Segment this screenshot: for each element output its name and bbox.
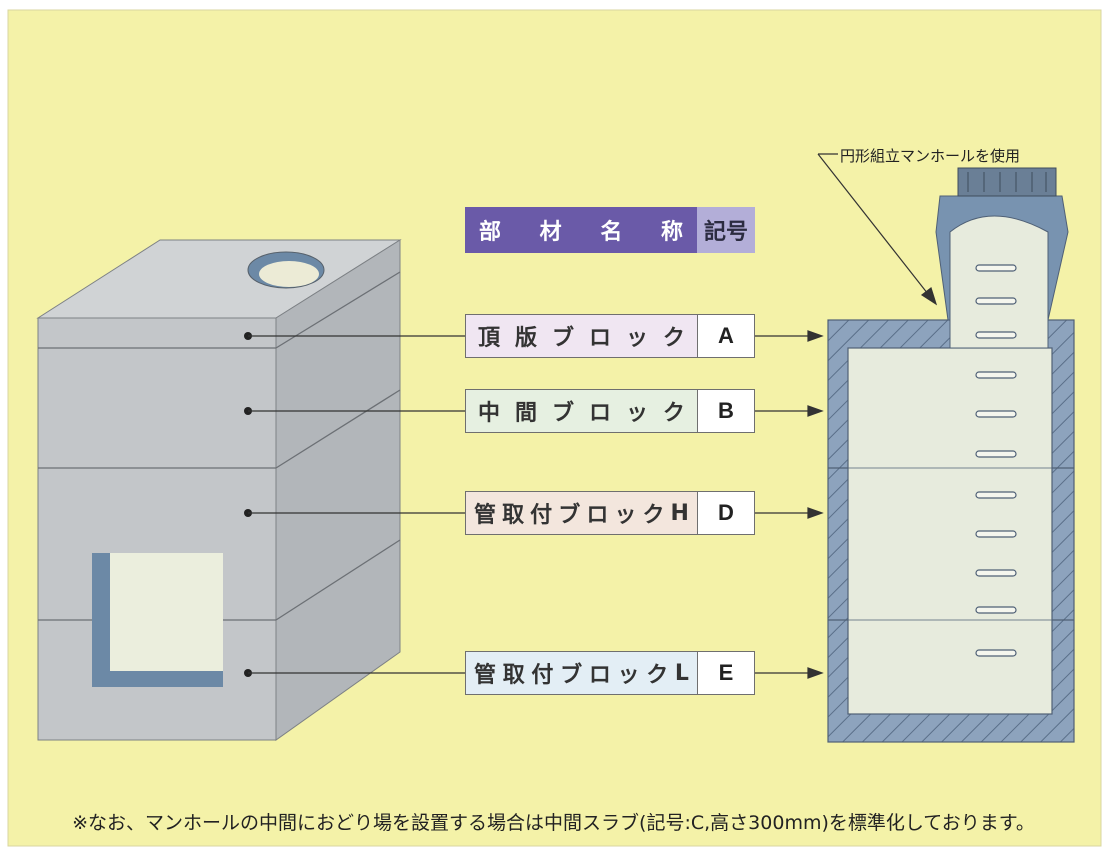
member-code: B [718,398,734,423]
block-side-face [275,239,401,741]
header-name-cell: 部 材 名 称 [465,207,697,253]
cover-ribs [967,172,1047,192]
member-row-top-slab: 頂版 ブロ ック A [465,314,755,358]
header-name-char: 名 [600,220,623,245]
top-opening-inner [259,261,319,287]
member-code: A [718,323,734,348]
manhole-block-3d [36,239,402,741]
member-code: D [718,500,734,525]
header-code-cell: 記号 [697,207,755,253]
arrows [755,330,824,679]
member-code: E [718,660,734,685]
pipe-opening-inner [110,553,223,671]
leader-lines [248,335,465,674]
header-name-char: 部 [479,220,502,245]
member-name: 頂版 ブロ ック [466,315,698,357]
block-joints [38,271,401,621]
header-name-char: 称 [660,220,683,245]
footnote: ※なお、マンホールの中間におどり場を設置する場合は中間スラブ(記号:C,高さ30… [72,812,1035,834]
callout-label: 円形組立マンホールを使用 [840,147,1021,165]
ladder-rungs [975,264,1017,657]
member-name: 中間 ブロ ック [466,390,698,432]
section-joints [828,467,1074,621]
manhole-section [827,167,1075,743]
callout-leader [817,153,938,306]
riser-shaft [949,215,1049,349]
manhole-cover [957,167,1057,197]
section-interior [847,347,1053,715]
header-name-char: 材 [539,220,562,245]
member-row-middle-block: 中間 ブロ ック B [465,389,755,433]
